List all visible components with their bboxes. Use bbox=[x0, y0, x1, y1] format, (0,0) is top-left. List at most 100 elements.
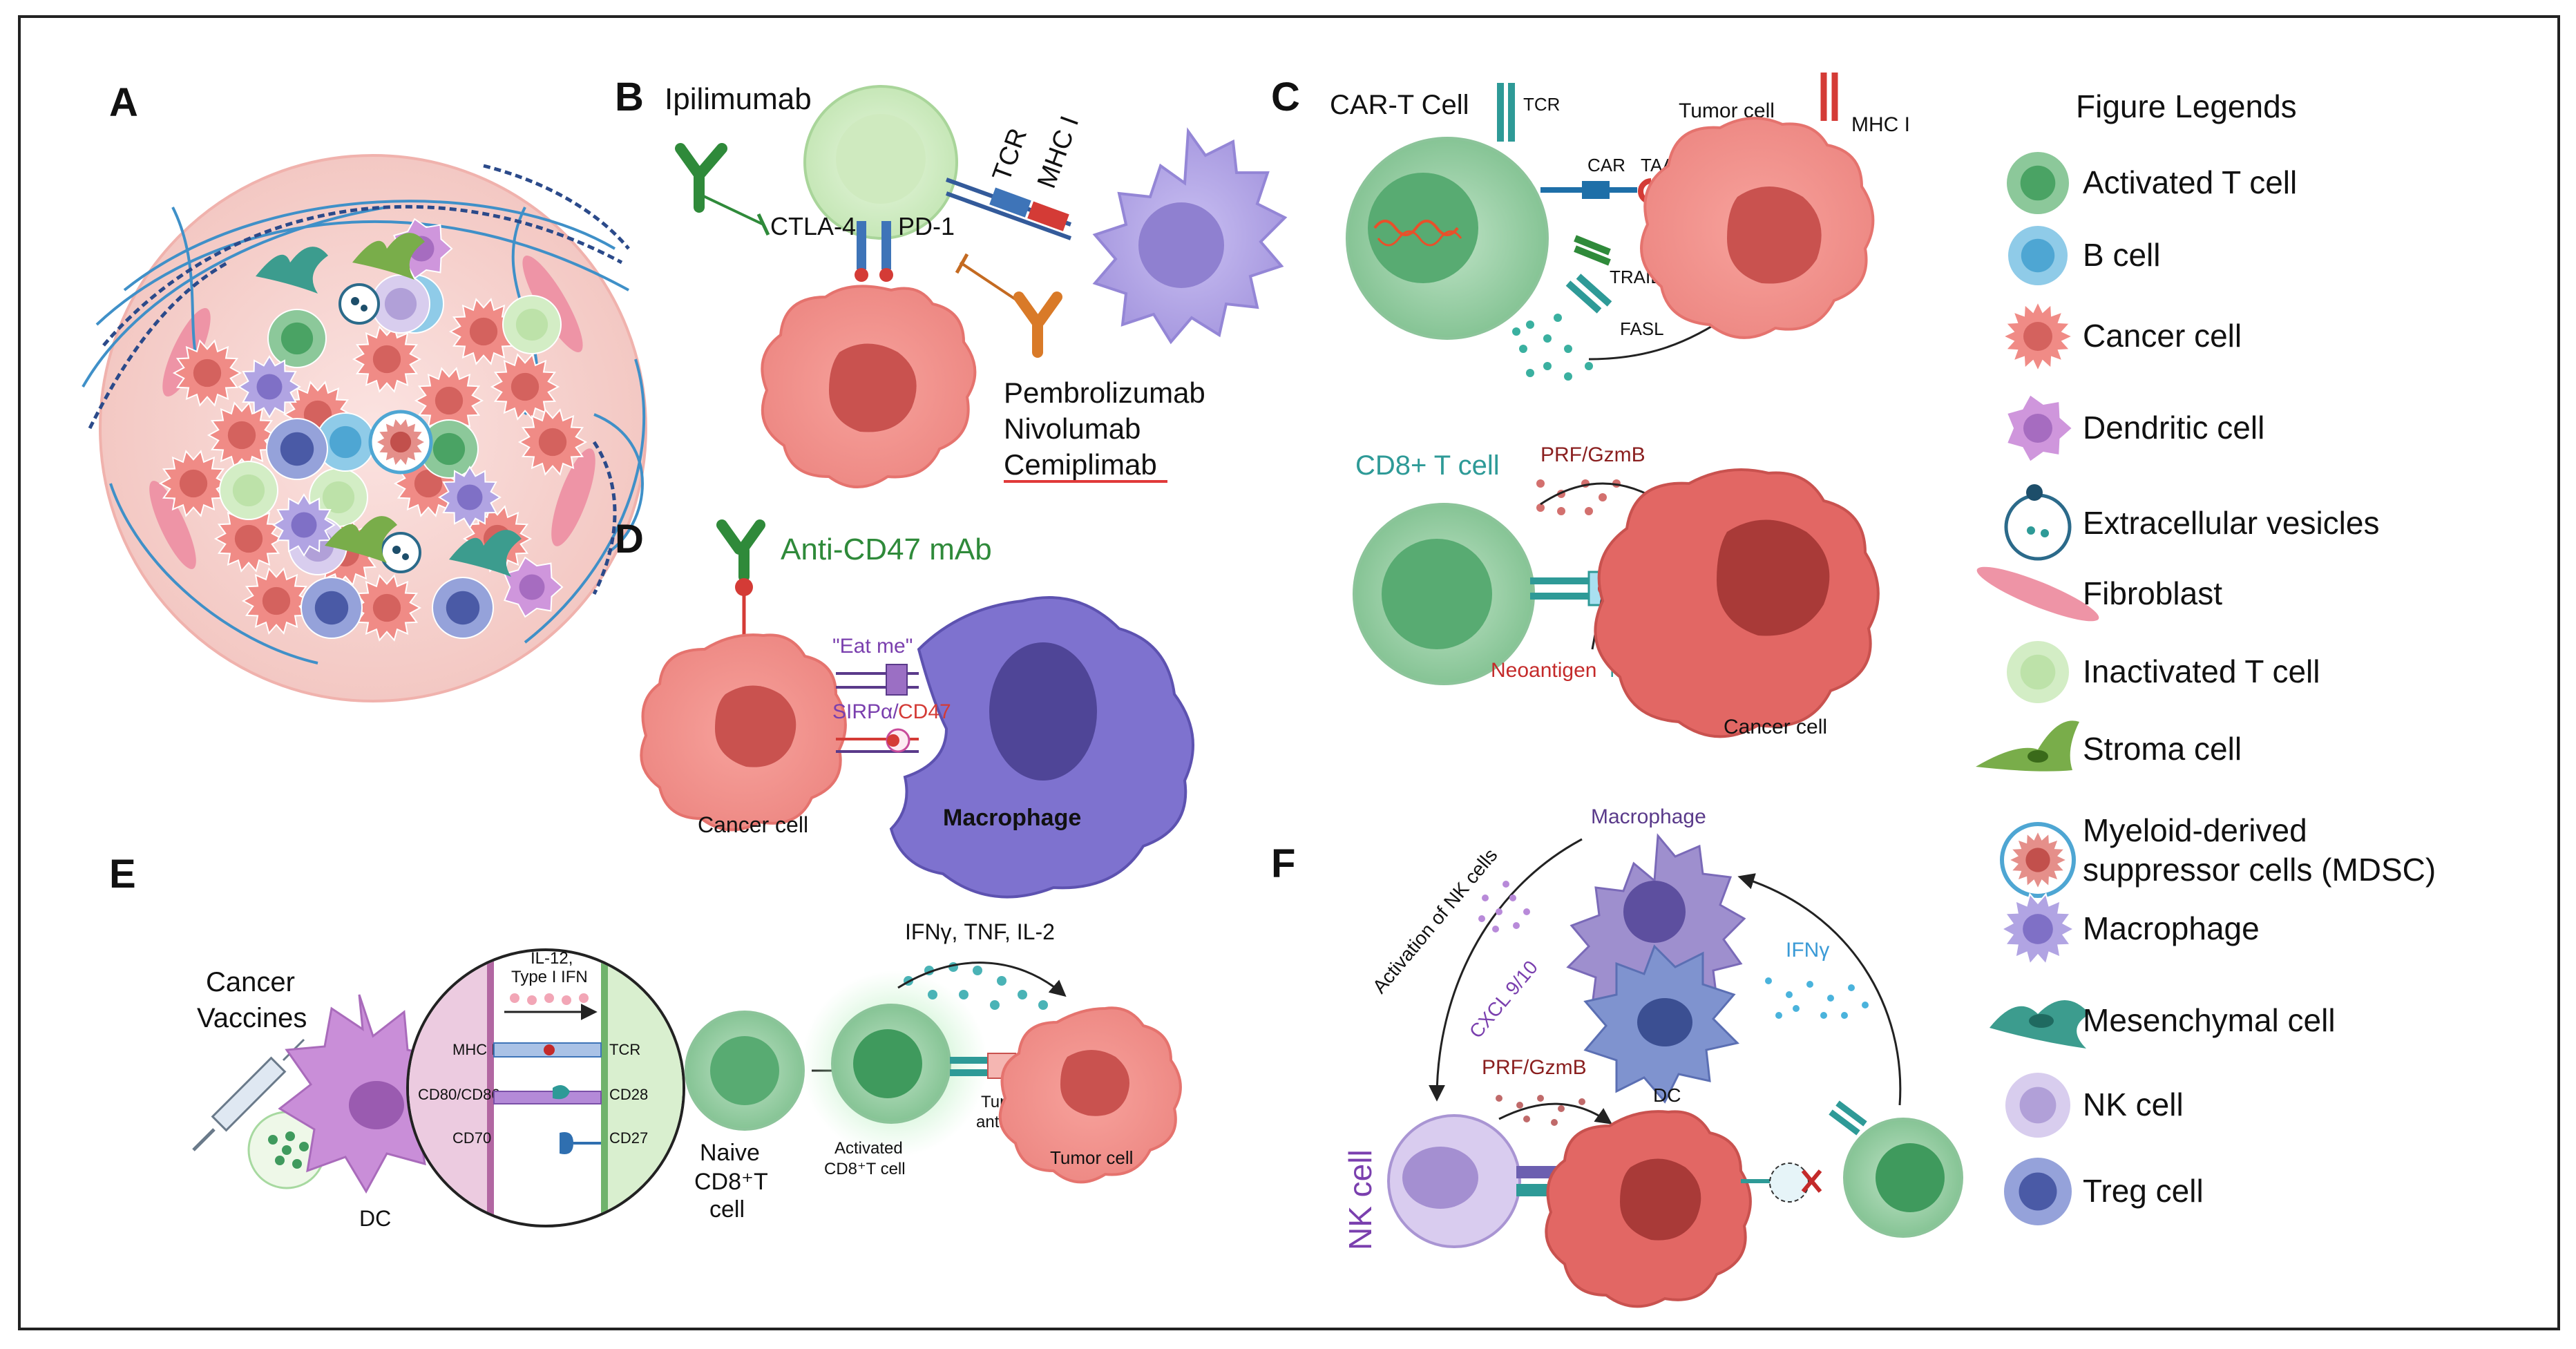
cSpray-dot-3 bbox=[1519, 345, 1527, 353]
c-cancer-label: Cancer cell bbox=[1724, 716, 1827, 738]
naive-label-2: CD8⁺T bbox=[694, 1169, 768, 1195]
legend-label-0: Activated T cell bbox=[2083, 164, 2297, 200]
legend-cancer-nucleus bbox=[2023, 322, 2052, 351]
c-mhc-label: MHC I bbox=[1851, 113, 1910, 136]
e-cd80-cd28 bbox=[493, 1091, 602, 1104]
legend-mesenchymal-nucleus bbox=[2029, 1014, 2054, 1028]
legend-title: Figure Legends bbox=[2076, 88, 2297, 124]
cSpray-dot-4 bbox=[1543, 362, 1552, 370]
legend-activated-t bbox=[2005, 151, 2070, 216]
car-gene bbox=[1373, 220, 1459, 236]
fDots2-dot-5 bbox=[1793, 1005, 1800, 1012]
a-cell-cancer-10 bbox=[241, 567, 312, 635]
a-cell-ev-34-dot bbox=[392, 546, 401, 554]
legend-ev-dot bbox=[2026, 484, 2043, 501]
ctla4-label: CTLA-4 bbox=[770, 212, 856, 240]
legend-macrophage bbox=[2000, 892, 2076, 966]
legend-label-9: Macrophage bbox=[2083, 910, 2260, 946]
mdsc-icon bbox=[2000, 822, 2076, 898]
legend-label-8-line2: suppressor cells (MDSC) bbox=[2083, 852, 2436, 888]
fibroblast-a1 bbox=[162, 307, 211, 397]
legend-label-4: Extracellular vesicles bbox=[2083, 505, 2379, 541]
cSpray-dot-8 bbox=[1512, 327, 1520, 336]
naive-label-1: Naive bbox=[700, 1140, 760, 1166]
a-cell-tinact-17-nucleus bbox=[232, 474, 265, 507]
cd47-dot bbox=[887, 734, 899, 747]
ctla4-inhibition-line bbox=[697, 192, 764, 226]
cxcl-dots bbox=[1478, 881, 1530, 932]
a-cell-tinact-18-nucleus bbox=[515, 308, 548, 341]
trail-ligand bbox=[1574, 235, 1611, 266]
b-t-cell-nucleus bbox=[836, 114, 926, 204]
eVax-dot-2 bbox=[299, 1142, 309, 1151]
legend-label-11: NK cell bbox=[2083, 1087, 2184, 1122]
legend-b bbox=[2007, 224, 2069, 287]
car-gene-2 bbox=[1377, 230, 1462, 247]
e-mhc-label: MHC I bbox=[452, 1041, 495, 1058]
a-cell-mac-29-nucleus bbox=[291, 512, 317, 538]
fDots1-dot-0 bbox=[1482, 894, 1489, 901]
a-cell-tinact-17 bbox=[219, 461, 278, 520]
e-dc-label: DC bbox=[359, 1206, 391, 1231]
panel-d: D Anti-CD47 mAb Cancer cell Macrophage "… bbox=[615, 517, 1194, 899]
eIl12-dot-3 bbox=[562, 995, 571, 1005]
anti-cd47-antibody-icon bbox=[716, 519, 765, 582]
fDots3-dot-3 bbox=[1558, 1105, 1565, 1112]
ligand-dot-1 bbox=[855, 268, 868, 282]
fDots3-dot-5 bbox=[1523, 1116, 1530, 1122]
drug-nivolumab: Nivolumab bbox=[1004, 412, 1141, 445]
inactivated-t-cell-icon bbox=[2005, 640, 2070, 705]
vaccines-label-1: Cancer bbox=[206, 967, 295, 997]
eCyto-dot-6 bbox=[1038, 1000, 1048, 1010]
e-tcr-label: TCR bbox=[609, 1041, 640, 1058]
legend-nk bbox=[2004, 1071, 2072, 1139]
a-cell-bcell-21-nucleus bbox=[329, 425, 362, 459]
legend-ev-dot-2 bbox=[2027, 526, 2035, 535]
panel-e: E Cancer Vaccines DC IL-12, Type I IFN M… bbox=[109, 852, 1182, 1231]
e-tcr-stalk bbox=[950, 1057, 1012, 1064]
macrophage-icon bbox=[2000, 892, 2076, 966]
e-cd28-curl bbox=[553, 1085, 570, 1100]
cytokine-arrow bbox=[897, 961, 1067, 997]
fasl-label: FASL bbox=[1620, 318, 1664, 339]
f-macrophage-label: Macrophage bbox=[1591, 805, 1706, 828]
legend-mdsc-inner bbox=[2007, 829, 2069, 891]
fasl-ligand bbox=[1565, 274, 1612, 314]
legend-label-5: Fibroblast bbox=[2083, 575, 2222, 611]
a-cell-treg-24-nucleus bbox=[314, 591, 349, 625]
eVax-dot-5 bbox=[282, 1145, 292, 1155]
sirpa-label: SIRPα/ bbox=[832, 700, 899, 723]
a-cell-treg-23-nucleus bbox=[446, 591, 480, 625]
e-dendritic-nucleus bbox=[349, 1081, 404, 1129]
a-cell-cancer-2-nucleus bbox=[234, 524, 263, 553]
cancer-cell-icon bbox=[2001, 300, 2074, 373]
a-cell-cancer-4 bbox=[352, 325, 422, 393]
a-cell-cancer-10-nucleus bbox=[262, 586, 291, 615]
fDots2-dot-2 bbox=[1806, 981, 1813, 988]
a-cell-tact-15-nucleus bbox=[280, 322, 314, 355]
panel-e-letter: E bbox=[109, 852, 136, 897]
legend-activated-t-nucleus bbox=[2020, 165, 2056, 201]
legend-dendritic-nucleus bbox=[2023, 414, 2052, 443]
fDots1-dot-2 bbox=[1509, 894, 1516, 901]
c-mhc-receptor bbox=[1820, 73, 1838, 121]
syringe-icon bbox=[192, 1038, 305, 1151]
c-tumor-nucleus bbox=[1727, 186, 1822, 284]
fibroblast-a3 bbox=[551, 448, 595, 546]
activated-cd8-nucleus bbox=[853, 1029, 922, 1098]
cart-nucleus bbox=[1368, 173, 1478, 283]
ecm-fibers-dark bbox=[88, 164, 630, 595]
eIl12-dot-1 bbox=[527, 995, 537, 1005]
a-cell-nk-26-nucleus bbox=[384, 287, 417, 320]
il12-label-2: Type I IFN bbox=[511, 968, 588, 986]
e-cd80-label: CD80/CD86 bbox=[418, 1086, 500, 1103]
a-cell-tact-16 bbox=[419, 419, 479, 479]
fDots3-dot-6 bbox=[1551, 1119, 1558, 1126]
cart-title: CAR-T Cell bbox=[1330, 90, 1469, 120]
eVax-dot-3 bbox=[275, 1156, 285, 1165]
fDots2-dot-6 bbox=[1820, 1012, 1827, 1019]
cSpray-dot-6 bbox=[1585, 362, 1593, 370]
e-tumor-nucleus bbox=[1060, 1050, 1129, 1116]
fDots3-dot-1 bbox=[1516, 1102, 1523, 1109]
